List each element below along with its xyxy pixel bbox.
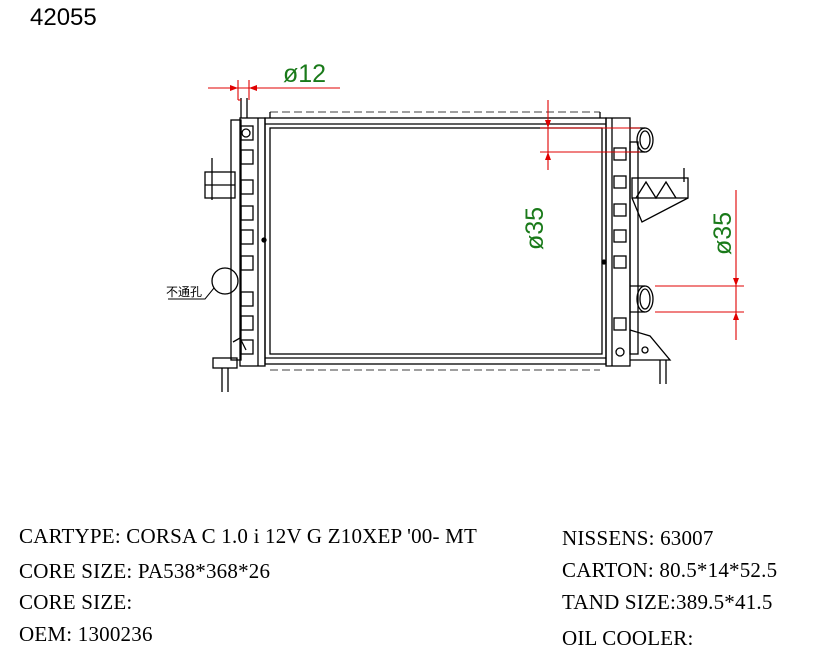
spec-oem: OEM: 1300236	[19, 622, 153, 646]
spec-oil-cooler: OIL COOLER:	[562, 626, 694, 650]
spec-nissens: NISSENS: 63007	[562, 526, 714, 550]
blind-hole-note: 不通孔	[166, 285, 202, 299]
right-tank	[601, 117, 689, 384]
radiator-core	[264, 111, 607, 371]
dim-label-inlet: ø35	[521, 207, 549, 250]
left-tank	[204, 98, 267, 392]
spec-core-size-1: CORE SIZE: PA538*368*26	[19, 559, 271, 583]
spec-tand-size: TAND SIZE:389.5*41.5	[562, 590, 773, 614]
blind-hole-leader	[168, 287, 215, 300]
part-number: 42055	[30, 4, 97, 31]
spec-carton: CARTON: 80.5*14*52.5	[562, 558, 778, 582]
dim-label-outlet: ø35	[709, 212, 737, 255]
spec-cartype: CARTYPE: CORSA C 1.0 i 12V G Z10XEP '00-…	[19, 524, 478, 548]
dimension-lines	[208, 80, 744, 340]
dimension-arrows	[230, 85, 739, 320]
spec-core-size-2: CORE SIZE:	[19, 590, 133, 614]
radiator-drawing: ø12 ø35 ø35 不通孔	[166, 60, 744, 392]
dim-label-pin: ø12	[283, 60, 326, 88]
